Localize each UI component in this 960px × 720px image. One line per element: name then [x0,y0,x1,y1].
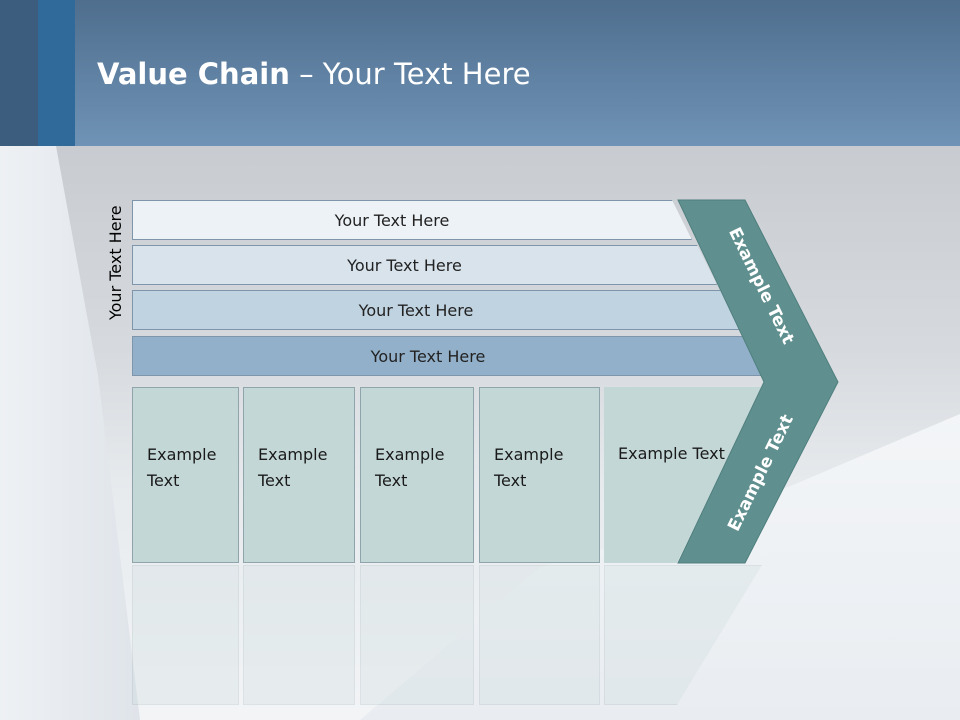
primary-box-2-line2: Text [258,471,291,490]
primary-box-1: Example Text [132,387,239,563]
support-bar-3-label: Your Text Here [358,300,474,320]
support-bar-4: Your Text Here [132,336,764,376]
support-bar-2: Your Text Here [132,245,717,285]
primary-box-4-line1: Example [494,445,564,464]
chevron-shape [677,199,839,564]
support-bar-2-label: Your Text Here [347,255,462,275]
primary-box-4-line2: Text [494,471,527,490]
header-accent-left [0,0,38,146]
title-rest: – Your Text Here [289,57,531,91]
page-title: Value Chain – Your Text Here [97,54,531,94]
support-bar-1: Your Text Here [132,200,692,240]
primary-box-4: Example Text [479,387,600,563]
header-band: Value Chain – Your Text Here [0,0,960,146]
primary-box-1-line2: Text [147,471,180,490]
primary-box-5-line2: Text [692,444,725,463]
primary-box-3: Example Text [360,387,474,563]
support-bar-4-label: Your Text Here [370,346,486,366]
header-accent-right [38,0,75,146]
primary-box-3-line2: Text [375,471,408,490]
title-bold: Value Chain [97,57,290,91]
support-bar-1-label: Your Text Here [334,210,450,230]
primary-box-2-line1: Example [258,445,328,464]
primary-box-2: Example Text [243,387,355,563]
primary-box-3-line1: Example [375,445,445,464]
primary-box-5-line1: Example [618,444,688,463]
support-bar-3: Your Text Here [132,290,740,330]
primary-box-1-line1: Example [147,445,217,464]
